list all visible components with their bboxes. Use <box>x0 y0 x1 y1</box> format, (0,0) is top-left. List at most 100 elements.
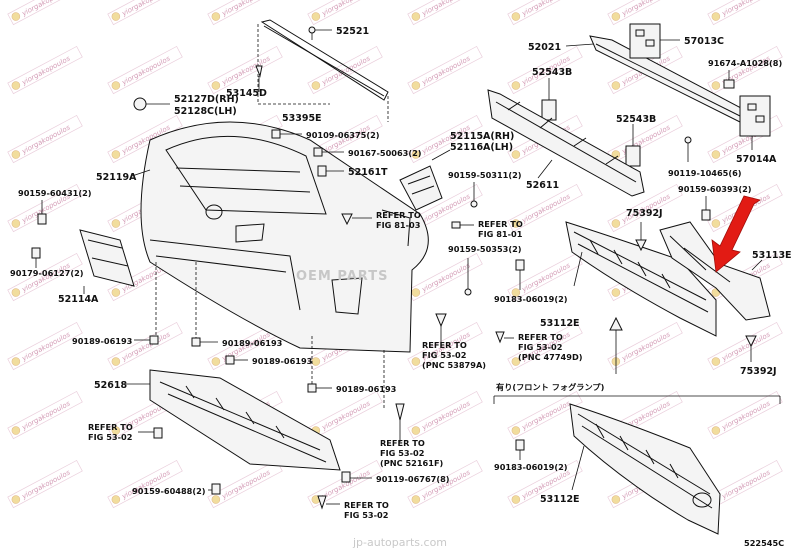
label-52116A: 52116A(LH) <box>450 142 513 153</box>
ref-81-01-line2: FIG 81-01 <box>478 229 523 239</box>
watermark-stamp: yiorgakopoulos <box>607 0 683 26</box>
label-52543B-b: 52543B <box>616 114 656 125</box>
clip-90167 <box>313 147 344 157</box>
ref-47749-line1: REFER TO <box>518 332 563 342</box>
watermark-text: yiorgakopoulos <box>120 468 172 501</box>
watermark-text: yiorgakopoulos <box>120 54 172 87</box>
watermark-stamp: yiorgakopoulos <box>207 45 283 95</box>
ref-bottom-line1: REFER TO <box>344 500 389 510</box>
label-90119-06767: 90119-06767(8) <box>376 474 450 484</box>
label-52618: 52618 <box>94 380 127 391</box>
label-90189-c: 90189-06193 <box>252 356 313 366</box>
watermark-text: yiorgakopoulos <box>620 0 672 18</box>
label-52128C: 52128C(LH) <box>174 106 237 117</box>
watermark-text: yiorgakopoulos <box>620 330 672 363</box>
label-90167: 90167-50063(2) <box>348 148 422 158</box>
clip-ref-52161F <box>395 403 405 442</box>
watermark-text: yiorgakopoulos <box>420 399 472 432</box>
ref-53879-line1: REFER TO <box>422 340 467 350</box>
clip-90189-b <box>191 337 218 347</box>
watermark-text: yiorgakopoulos <box>20 0 72 18</box>
bolt-91674 <box>723 70 735 89</box>
label-75392J-b: 75392J <box>740 366 777 377</box>
watermark-stamp: yiorgakopoulos <box>107 321 183 371</box>
watermark-stamp: yiorgakopoulos <box>307 45 383 95</box>
center-watermark: OEM PARTS <box>296 269 388 284</box>
clip-90189-c <box>225 355 248 365</box>
ref-53879-line2: FIG 53-02 <box>422 350 466 360</box>
watermark-text: yiorgakopoulos <box>720 399 772 432</box>
label-90109: 90109-06375(2) <box>306 130 380 140</box>
label-52119A: 52119A <box>96 172 137 183</box>
watermark-stamp: yiorgakopoulos <box>307 390 383 440</box>
label-75392J-a: 75392J <box>626 208 663 219</box>
watermark-stamp: yiorgakopoulos <box>7 114 83 164</box>
watermark-text: yiorgakopoulos <box>20 54 72 87</box>
ref-47749-line3: (PNC 47749D) <box>518 352 583 362</box>
watermark-text: yiorgakopoulos <box>420 0 472 18</box>
pad-52543B-b <box>625 124 641 167</box>
label-90183-b: 90183-06019(2) <box>494 462 568 472</box>
cap-52127D <box>133 97 170 111</box>
clip-75392J-a <box>635 222 647 252</box>
watermark-text: yiorgakopoulos <box>420 54 472 87</box>
label-52161T: 52161T <box>348 167 388 178</box>
watermark-text: yiorgakopoulos <box>520 399 572 432</box>
bolt-90119-06767 <box>341 471 372 483</box>
label-90159-50353: 90159-50353(2) <box>448 244 522 254</box>
watermark-stamp: yiorgakopoulos <box>7 45 83 95</box>
part-53112E-grille-a <box>565 221 717 337</box>
label-52543B-a: 52543B <box>532 67 572 78</box>
watermark-stamp: yiorgakopoulos <box>7 459 83 509</box>
ref-52161F-line1: REFER TO <box>380 438 425 448</box>
part-52618-undercover <box>126 369 341 471</box>
label-90159-60393: 90159-60393(2) <box>678 184 752 194</box>
clip-90183-a <box>515 259 525 290</box>
clip-ref-left <box>138 427 163 439</box>
watermark-text: yiorgakopoulos <box>520 0 572 18</box>
label-53145D: 53145D <box>226 88 267 99</box>
label-52021: 52021 <box>528 42 561 53</box>
clip-90189-a <box>134 335 159 345</box>
fog-lamp-group-bracket <box>493 395 781 404</box>
bolt-90109 <box>271 129 302 139</box>
clip-90179 <box>31 247 41 268</box>
bracket-57013C <box>629 23 680 59</box>
fog-lamp-note: 有り(フロント フォグランプ) <box>496 382 605 392</box>
ref-bottom-line2: FIG 53-02 <box>344 510 388 520</box>
part-53112E-grille-b <box>569 403 721 535</box>
ref-81-01-line1: REFER TO <box>478 219 523 229</box>
label-52114A: 52114A <box>58 294 99 305</box>
label-52521: 52521 <box>336 26 369 37</box>
watermark-stamp: yiorgakopoulos <box>7 0 83 26</box>
watermark-text: yiorgakopoulos <box>420 261 472 294</box>
clip-ref-47749D <box>495 331 514 344</box>
clip-90183-b <box>515 439 525 460</box>
label-57013C: 57013C <box>684 36 724 47</box>
clip-52521 <box>308 26 332 40</box>
label-90179: 90179-06127(2) <box>10 268 84 278</box>
watermark-text: yiorgakopoulos <box>20 399 72 432</box>
footer-watermark: jp-autoparts.com <box>352 536 447 549</box>
clip-52161T <box>317 165 344 177</box>
label-90189-a: 90189-06193 <box>72 336 133 346</box>
clip-ref-bottom <box>317 495 340 510</box>
part-52119A-bumper-cover <box>140 121 429 353</box>
label-90159-60431: 90159-60431(2) <box>18 188 92 198</box>
bolt-90159-50311 <box>470 182 478 208</box>
label-90189-d: 90189-06193 <box>336 384 397 394</box>
watermark-stamp: yiorgakopoulos <box>707 45 783 95</box>
label-90183-a: 90183-06019(2) <box>494 294 568 304</box>
ref-81-03-line2: FIG 81-03 <box>376 220 421 230</box>
ref-53879-line3: (PNC 53879A) <box>422 360 486 370</box>
bracket-57014A <box>739 95 771 150</box>
diagram-code: 522545C <box>744 538 784 548</box>
clip-53145D <box>255 65 263 92</box>
watermark-stamp: yiorgakopoulos <box>107 45 183 95</box>
bracket-52114A <box>79 229 135 294</box>
bolt-90159-60488 <box>208 483 221 495</box>
watermark-text: yiorgakopoulos <box>720 330 772 363</box>
bracket-52115A <box>399 149 451 211</box>
watermark-text: yiorgakopoulos <box>220 54 272 87</box>
